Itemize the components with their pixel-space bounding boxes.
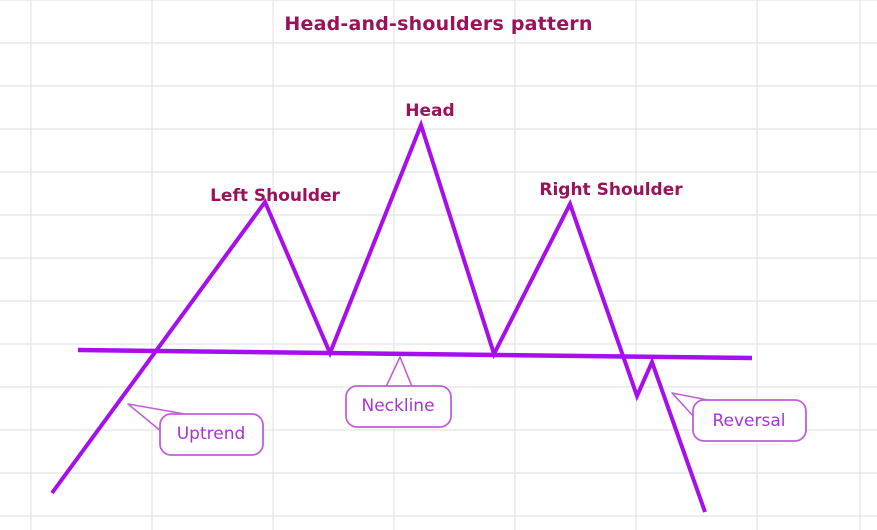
- series-neckline: [77, 347, 753, 361]
- callout-label-neckline: Neckline: [361, 396, 435, 416]
- callout-label-reversal: Reversal: [712, 411, 786, 431]
- callout-box-neckline: [345, 385, 452, 428]
- callout-label-uptrend: Uptrend: [176, 424, 246, 444]
- callout-box-uptrend: [159, 413, 264, 456]
- page-title: Head-and-shoulders pattern: [284, 13, 593, 35]
- callout-tail-neckline: [384, 356, 414, 390]
- peak-label-right-shoulder: Right Shoulder: [539, 180, 683, 200]
- peak-label-left-shoulder: Left Shoulder: [210, 186, 340, 206]
- callout-box-reversal: [692, 399, 807, 442]
- peak-label-head: Head: [405, 101, 455, 121]
